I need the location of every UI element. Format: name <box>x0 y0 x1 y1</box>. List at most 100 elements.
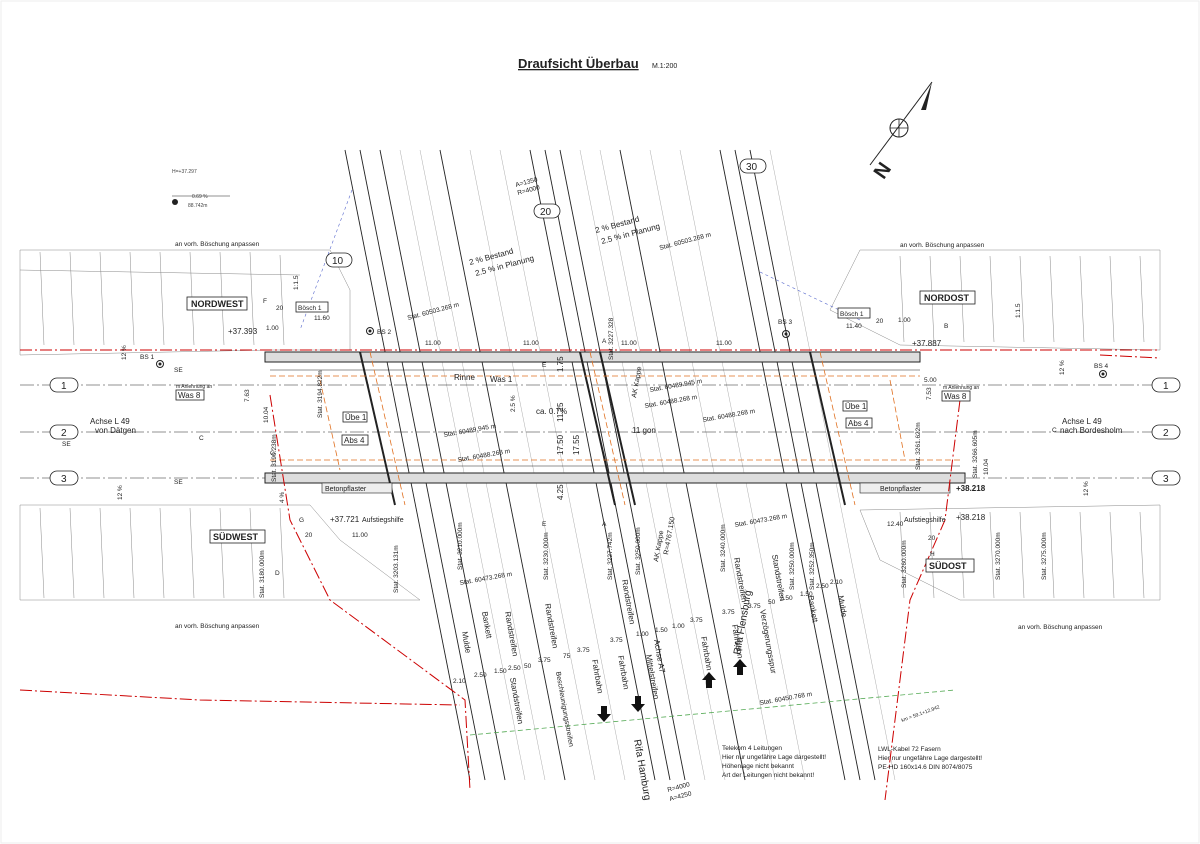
svg-text:3: 3 <box>1163 474 1169 485</box>
section-b: B <box>944 323 948 330</box>
misc-1240: 12.40 <box>887 521 904 528</box>
boschung-note-bl: an vorh. Böschung anpassen <box>175 623 260 630</box>
boschung-note-br: an vorh. Böschung anpassen <box>1018 624 1103 631</box>
center-425: 4.25 <box>556 484 565 500</box>
section-c-right: C <box>1052 427 1057 434</box>
nw-dim: 11.60 <box>314 315 330 322</box>
dim-top-4: 11.00 <box>716 340 732 347</box>
axis-marker-20: 20 <box>533 203 561 219</box>
misc-anlehnung-2: m Anlehnung an <box>943 385 979 391</box>
station-v-p: Stat. 3270.000m <box>995 532 1002 580</box>
station-bottom-3: Stat. 60450.768 m <box>759 691 813 707</box>
station-v-j: Stat. 3227.742m <box>607 532 614 580</box>
label-betonpflaster-2: Betonpflaster <box>880 486 922 493</box>
dim-top-1: 11.00 <box>425 340 441 347</box>
marker-se-2: SE <box>62 441 71 448</box>
nw-slope: 1:1.5 <box>293 275 300 290</box>
lane-dim-5: 50 <box>524 663 532 670</box>
lane-fahr-2: Fahrbahn <box>616 655 631 690</box>
label-was1: Was 1 <box>490 375 513 384</box>
pct-1: 12 % <box>121 345 128 360</box>
arrow-down-1-icon <box>597 706 611 722</box>
station-mid-3: Stat. 60488.268 m <box>702 408 756 424</box>
legend-length: 88.742m <box>188 203 207 209</box>
axis-label-left-2: von Dätgen <box>95 426 136 435</box>
svg-text:30: 30 <box>746 162 758 173</box>
lane-fahr-1: Fahrbahn <box>590 659 605 694</box>
center-1125: 11.25 <box>556 402 565 422</box>
axis-label-right: Achse L 49 <box>1062 417 1102 426</box>
orange-markings <box>270 351 960 506</box>
station-v-g: Stat. 3203.131m <box>393 545 400 593</box>
motorway-lines <box>344 149 876 781</box>
note-lwl-3: PE-HD 160x14.6 DIN 8074/8075 <box>878 764 973 771</box>
lane-dim-6: 3.75 <box>538 657 551 664</box>
label-aufstieg-1: Aufstiegshilfe <box>362 517 404 524</box>
label-abs4-left: Abs 4 <box>344 436 365 445</box>
section-e-top: E <box>542 362 547 369</box>
lane-mulde-1: Mulde <box>460 631 473 655</box>
note-telekom-3: Höhenlage nicht bekannt <box>722 763 794 770</box>
station-v-c: Stat. 3227.328 <box>608 317 615 360</box>
dim-top-2: 11.00 <box>523 340 539 347</box>
pct-5: 2.5 % <box>510 395 517 412</box>
misc-20d: 20 <box>928 535 936 542</box>
no-bosch: Bösch 1 <box>840 311 864 318</box>
lane-dim-2: 2.50 <box>474 672 487 679</box>
height-nw: +37.393 <box>228 327 258 336</box>
lane-dim-7: 75 <box>563 653 571 660</box>
station-v-f: Stat. 3180.000m <box>259 550 266 598</box>
lane-rifa-hamburg: Rifa Hamburg <box>631 739 653 802</box>
note-telekom-2: Hier nur ungefähre Lage dargestellt! <box>722 754 826 761</box>
svg-text:20: 20 <box>540 207 552 218</box>
lane-dim-11: 1.50 <box>655 627 668 634</box>
station-v-l: Stat. 3240.000m <box>720 524 727 572</box>
lane-dim-12: 1.00 <box>672 623 685 630</box>
misc-20c: 20 <box>305 532 313 539</box>
lane-dim-4: 2.50 <box>508 665 521 672</box>
misc-20a: 20 <box>876 318 884 325</box>
station-v-n: Stat. 3252.350m <box>809 542 816 590</box>
lane-bankett: Bankett <box>480 611 494 640</box>
station-top-1: Stat. 60503.268 m <box>407 301 460 322</box>
lane-beschleunigung: Beschleunigungsstreifen <box>554 671 574 747</box>
lane-rifa-flensburg: Rifa Flensburg <box>732 590 754 656</box>
note-telekom-4: Art der Leitungen nicht bekannt! <box>722 772 814 779</box>
height-no: +37.887 <box>912 339 942 348</box>
legend-grade: 0.69 % <box>192 194 208 200</box>
misc-1004: 10.04 <box>983 458 990 475</box>
label-ube1-left: Übe 1 <box>345 413 367 422</box>
station-v-b: Stat. 3190.238m <box>271 434 278 482</box>
lane-rand-2: Randstreifen <box>543 603 560 649</box>
misc-anlehnung-1: m Anlehnung an <box>176 384 212 390</box>
axis-row-markers: 1 2 3 1 2 3 <box>49 377 1181 486</box>
axis-label-left: Achse L 49 <box>90 417 130 426</box>
misc-km: km = 59.1+12.942 <box>901 704 941 723</box>
lane-dim-9: 3.75 <box>610 637 623 644</box>
corner-nordwest: NORDWEST <box>191 299 244 309</box>
marker-se-3: SE <box>174 479 183 486</box>
arrow-up-1-icon <box>702 672 716 688</box>
section-f: F <box>263 298 267 305</box>
svg-text:10: 10 <box>332 256 344 267</box>
lane-rand-1: Randstreifen <box>503 611 520 657</box>
lane-fahr-3: Fahrbahn <box>699 636 714 671</box>
label-rinne: Rinne <box>454 373 475 382</box>
label-ube1-right: Übe 1 <box>845 402 867 411</box>
center-gon: 11 gon <box>632 426 656 435</box>
svg-text:3: 3 <box>61 474 67 485</box>
drawing-title: Draufsicht Überbau <box>518 56 639 71</box>
north-label: N <box>870 159 896 183</box>
center-1755: 17.55 <box>572 434 581 455</box>
lane-mulde-2: Mulde <box>836 595 849 619</box>
corner-sudost: SÜDOST <box>929 561 967 571</box>
section-g-1: G <box>270 450 275 457</box>
pct-3: 12 % <box>117 485 124 500</box>
misc-753: 7.53 <box>926 387 933 400</box>
section-h: H <box>930 551 935 558</box>
section-a-bottom: A <box>602 521 607 528</box>
height-sw: +37.721 <box>330 515 360 524</box>
boschung-note-tl: an vorh. Böschung anpassen <box>175 241 260 248</box>
pct-4: 12 % <box>1083 481 1090 496</box>
